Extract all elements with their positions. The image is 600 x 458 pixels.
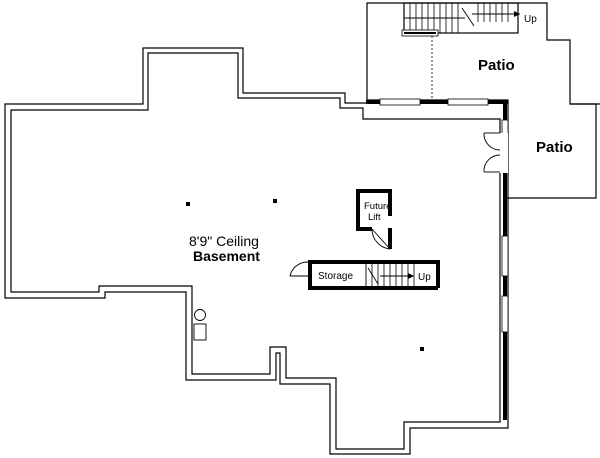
main-stair [289,260,440,290]
water-heater [194,309,206,321]
future-lift-label-1: Future [364,201,391,212]
patio-outline-right [507,103,597,199]
basement-outer-wall [4,47,509,455]
column-2 [273,199,277,203]
future-lift-label-2: Lift [368,212,381,223]
ceiling-height-label: 8'9" Ceiling [189,233,259,249]
main-stair-up-label: Up [418,272,431,283]
column-1 [186,202,190,206]
patio-top-label: Patio [478,57,515,74]
top-stair-up-label: Up [524,14,537,25]
basement-inner-wall [10,52,501,450]
column-3 [420,347,424,351]
storage-label: Storage [318,271,353,282]
patio-outline [366,2,600,105]
french-door [483,132,508,173]
top-wall-windows [379,98,489,106]
mechanical-unit [193,323,207,341]
basement-label: Basement [193,248,260,264]
patio-right-label: Patio [536,139,573,156]
top-stair [401,2,520,37]
future-lift [356,189,392,250]
